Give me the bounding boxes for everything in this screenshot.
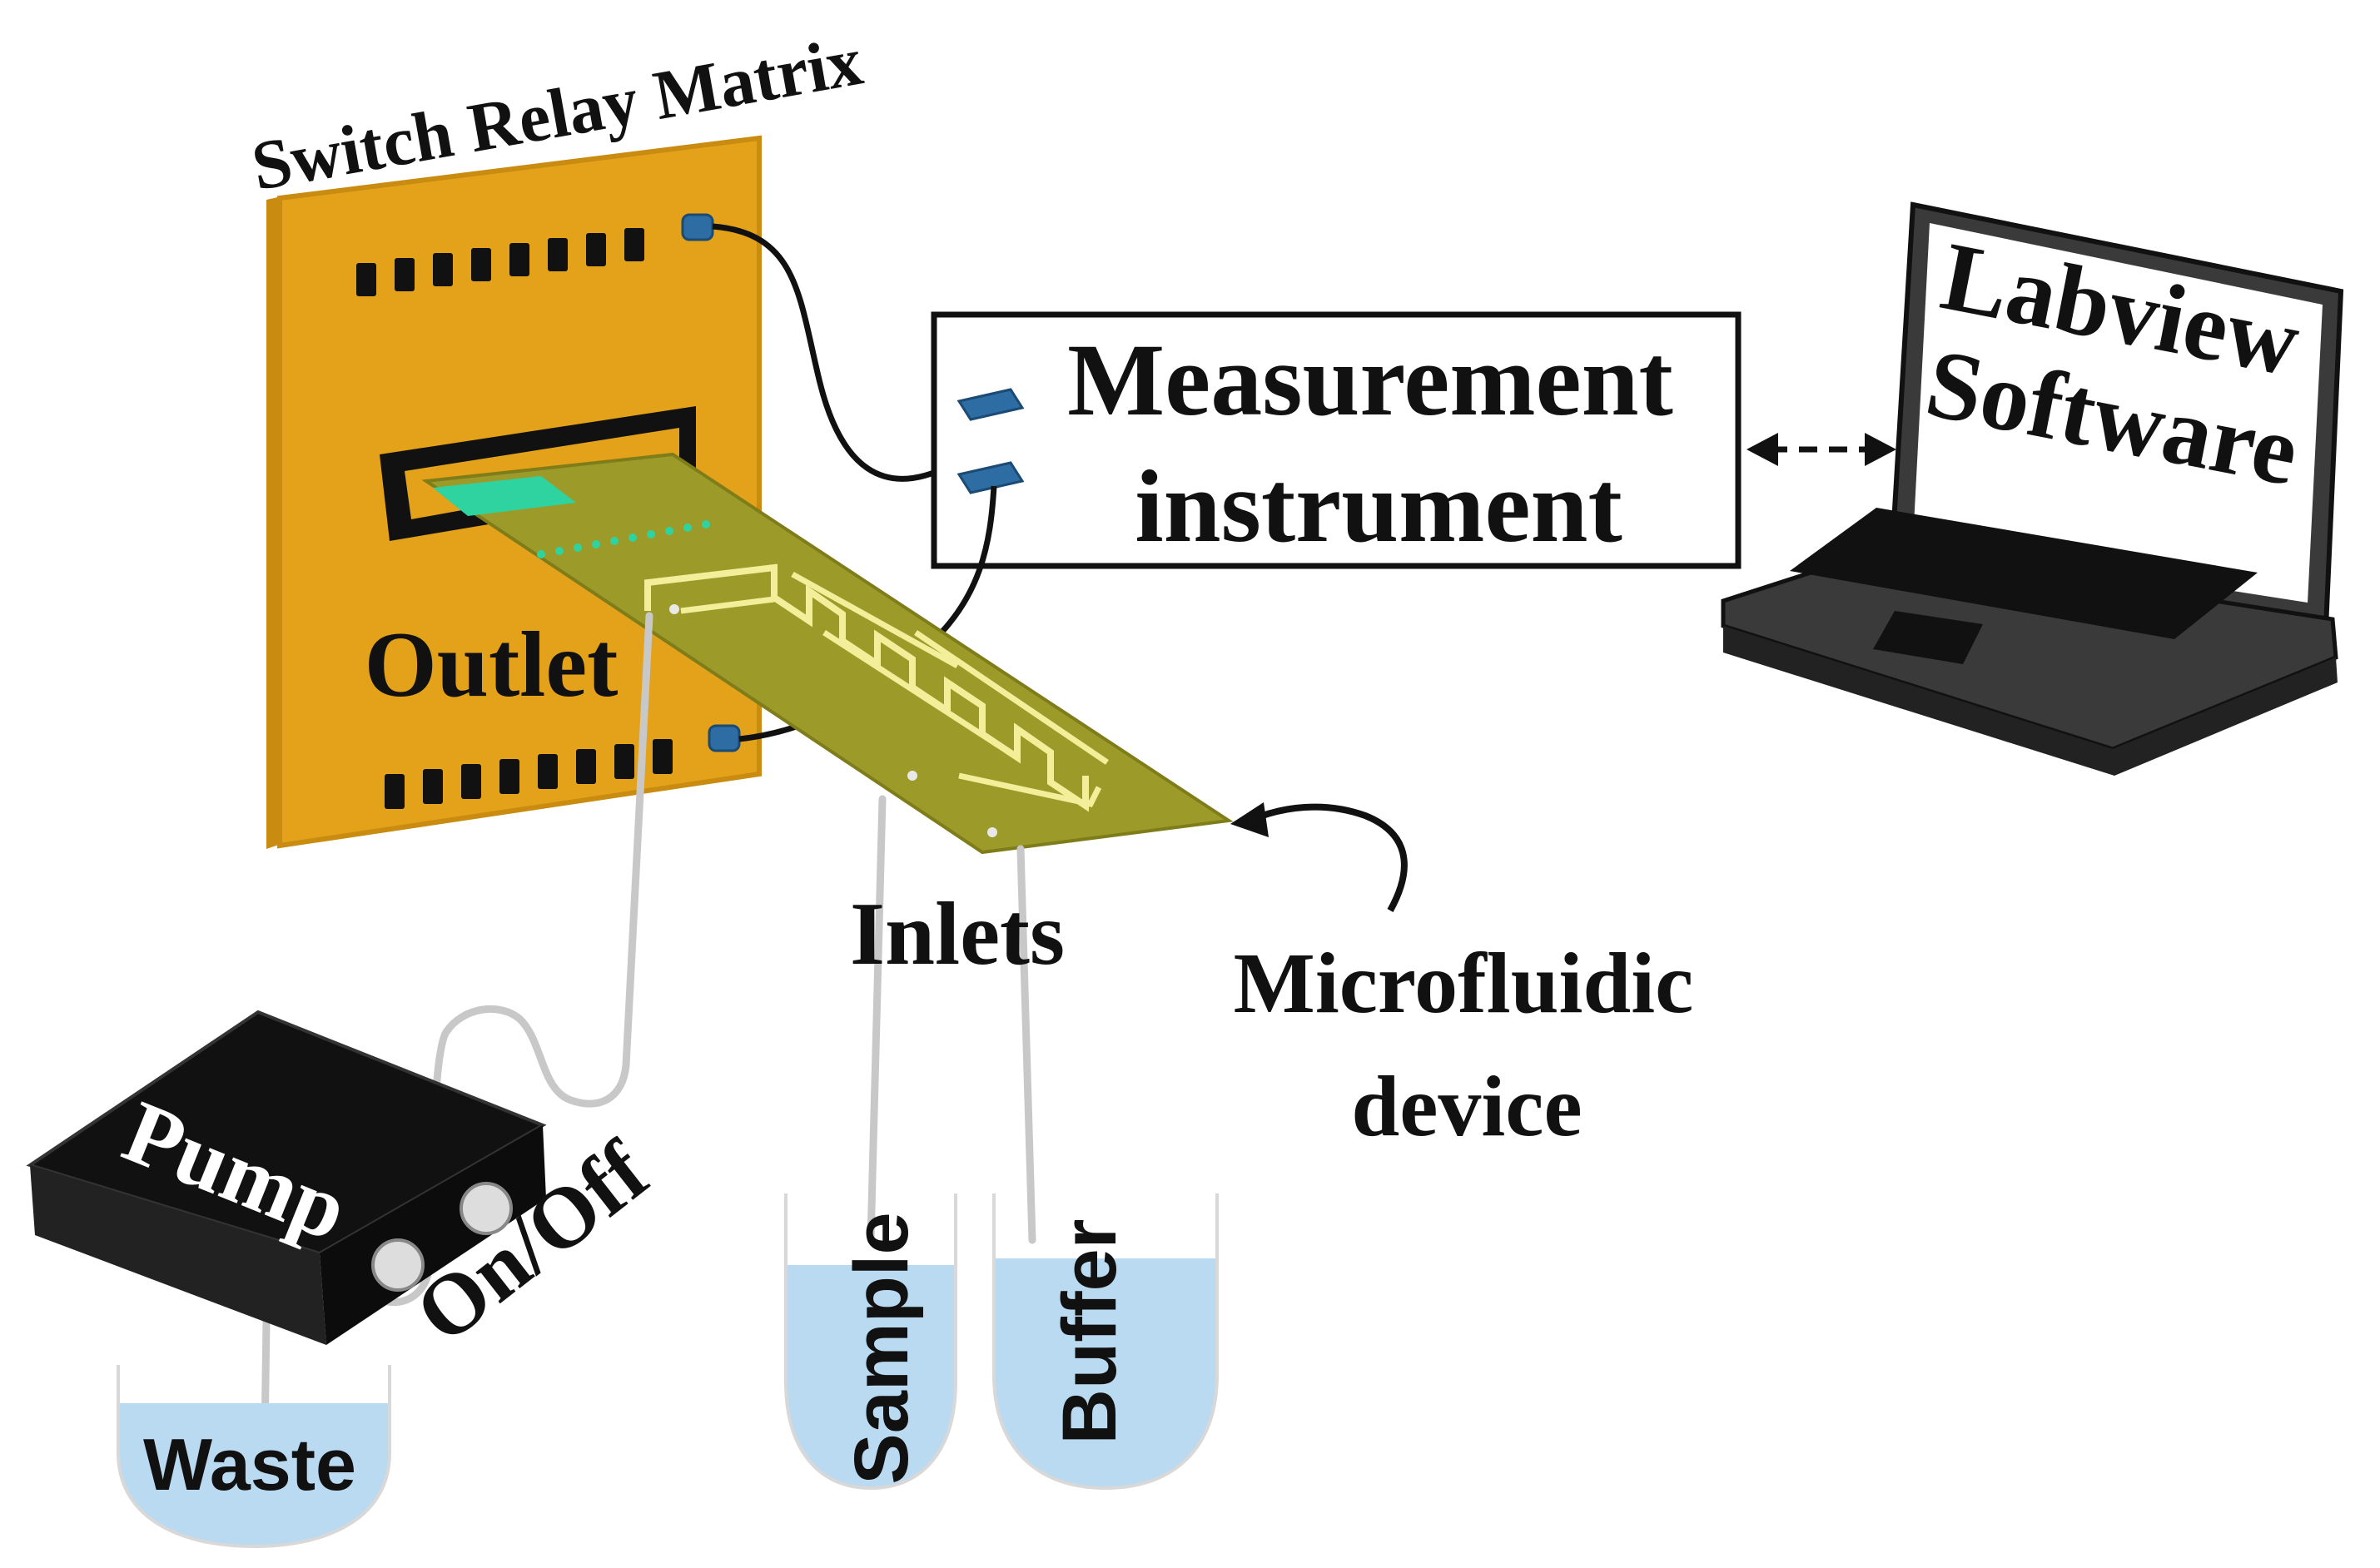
sample-liquid	[786, 1265, 956, 1488]
measurement-instrument: Measurement instrument	[931, 311, 1742, 569]
buffer-vial: Buffer	[992, 1193, 1219, 1491]
laptop-keyboard	[1790, 508, 2258, 639]
microfluidic-label-line2: device	[1351, 1059, 1582, 1154]
microfluidic-label-line1: Microfluidic	[1234, 935, 1694, 1031]
sample-label: Sample	[839, 1212, 924, 1484]
buffer-outline	[992, 1193, 1219, 1491]
pump-side	[320, 1125, 546, 1345]
relay-pins-bottom	[385, 739, 673, 809]
microfluidic-chip-icon	[421, 452, 1234, 855]
relay-pins-top	[356, 228, 644, 296]
laptop-trackpad	[1873, 611, 1983, 664]
measurement-label-line2: instrument	[1135, 449, 1622, 563]
measurement-label-line1: Measurement	[1067, 323, 1673, 437]
sample-outline	[784, 1193, 957, 1491]
sample-vial: Sample	[784, 1193, 957, 1491]
waste-container: Waste	[117, 1365, 391, 1549]
instrument-connector-2	[956, 461, 1025, 494]
chip-port-inlet-2	[987, 827, 997, 837]
chip-electrode-channel-2	[680, 571, 1109, 807]
sample-tube	[867, 795, 887, 1244]
bidirectional-arrow-icon	[1746, 433, 1896, 466]
instrument-connector-1	[956, 388, 1025, 421]
pump-knob-2	[460, 1182, 513, 1235]
chip-body	[421, 452, 1234, 855]
chip-contact-dots	[537, 520, 710, 558]
buffer-liquid	[994, 1258, 1217, 1488]
laptop-icon: Labview Software	[1721, 201, 2344, 776]
relay-connector-bottom	[708, 724, 741, 752]
pump-front	[30, 1165, 326, 1345]
waste-label: Waste	[143, 1423, 356, 1506]
chip-green-pads	[433, 476, 576, 516]
inlets-label: Inlets	[850, 885, 1065, 984]
chip-port-outlet	[669, 604, 679, 614]
measurement-box	[931, 311, 1742, 569]
buffer-label: Buffer	[1047, 1219, 1132, 1445]
waste-liquid	[118, 1403, 390, 1546]
microfluidic-pointer-arrow	[1230, 802, 1408, 912]
outlet-label: Outlet	[365, 613, 619, 717]
waste-outline	[117, 1365, 391, 1549]
relay-connector-top	[681, 213, 714, 241]
chip-port-inlet-1	[907, 771, 917, 781]
laptop-screen	[1913, 223, 2323, 603]
pump-icon: Pump	[26, 1010, 547, 1345]
laptop-base-edge	[1723, 626, 2338, 776]
buffer-tube	[1016, 845, 1036, 1244]
pump-knob-1	[371, 1238, 425, 1292]
chip-electrode-channel	[644, 563, 1089, 812]
